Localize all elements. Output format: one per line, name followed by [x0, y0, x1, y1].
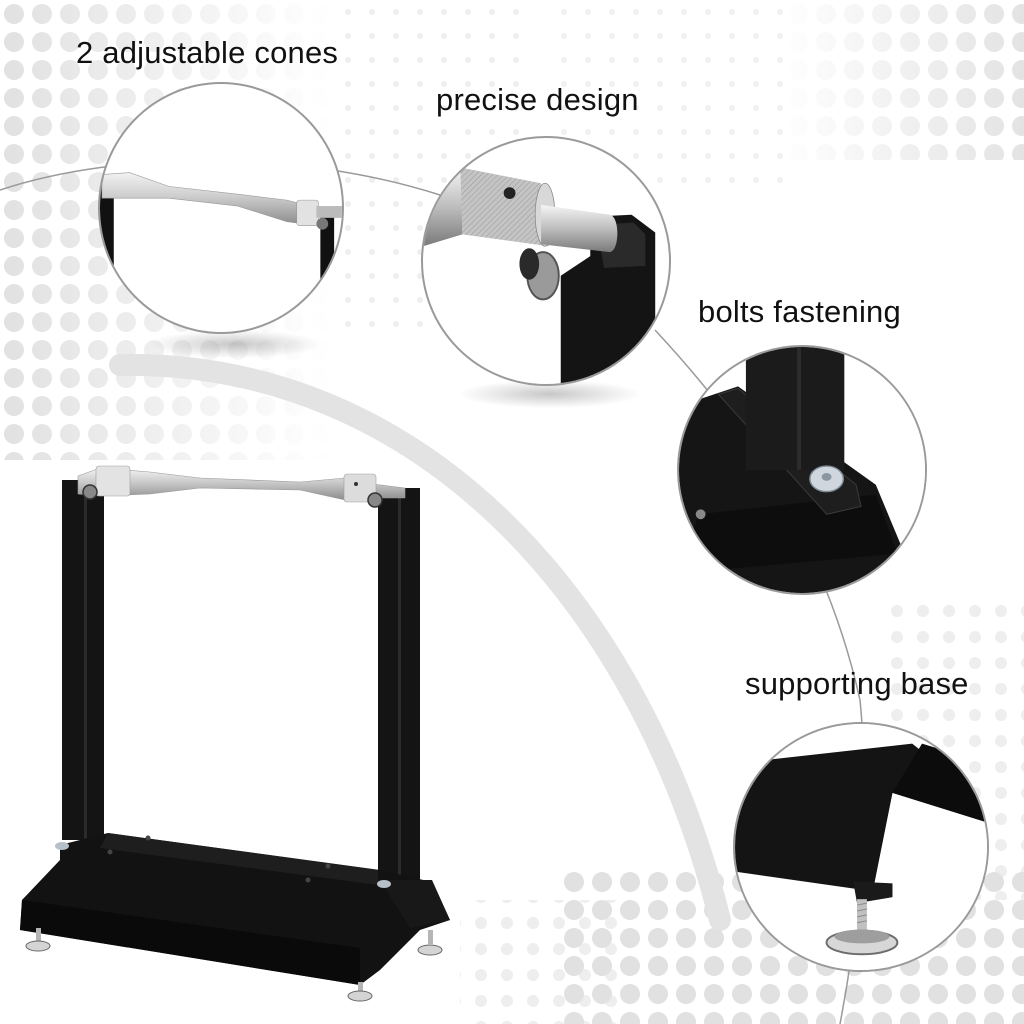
- bolt-fastening-illustration: [679, 347, 925, 593]
- circle-shadow: [150, 330, 320, 358]
- leveling-foot-illustration: [735, 724, 987, 970]
- detail-circle-precise: [421, 136, 671, 386]
- cone-axle-illustration: [100, 172, 342, 332]
- feature-label-cones: 2 adjustable cones: [76, 35, 339, 70]
- detail-circle-bolts: [677, 345, 927, 595]
- feature-label-bolts: bolts fastening: [698, 294, 901, 329]
- knurled-knob-illustration: [423, 167, 656, 384]
- detail-circle-base: [733, 722, 989, 972]
- feature-label-base: supporting base: [745, 666, 969, 701]
- feature-label-precise: precise design: [436, 82, 639, 117]
- detail-circle-cones: [98, 82, 344, 334]
